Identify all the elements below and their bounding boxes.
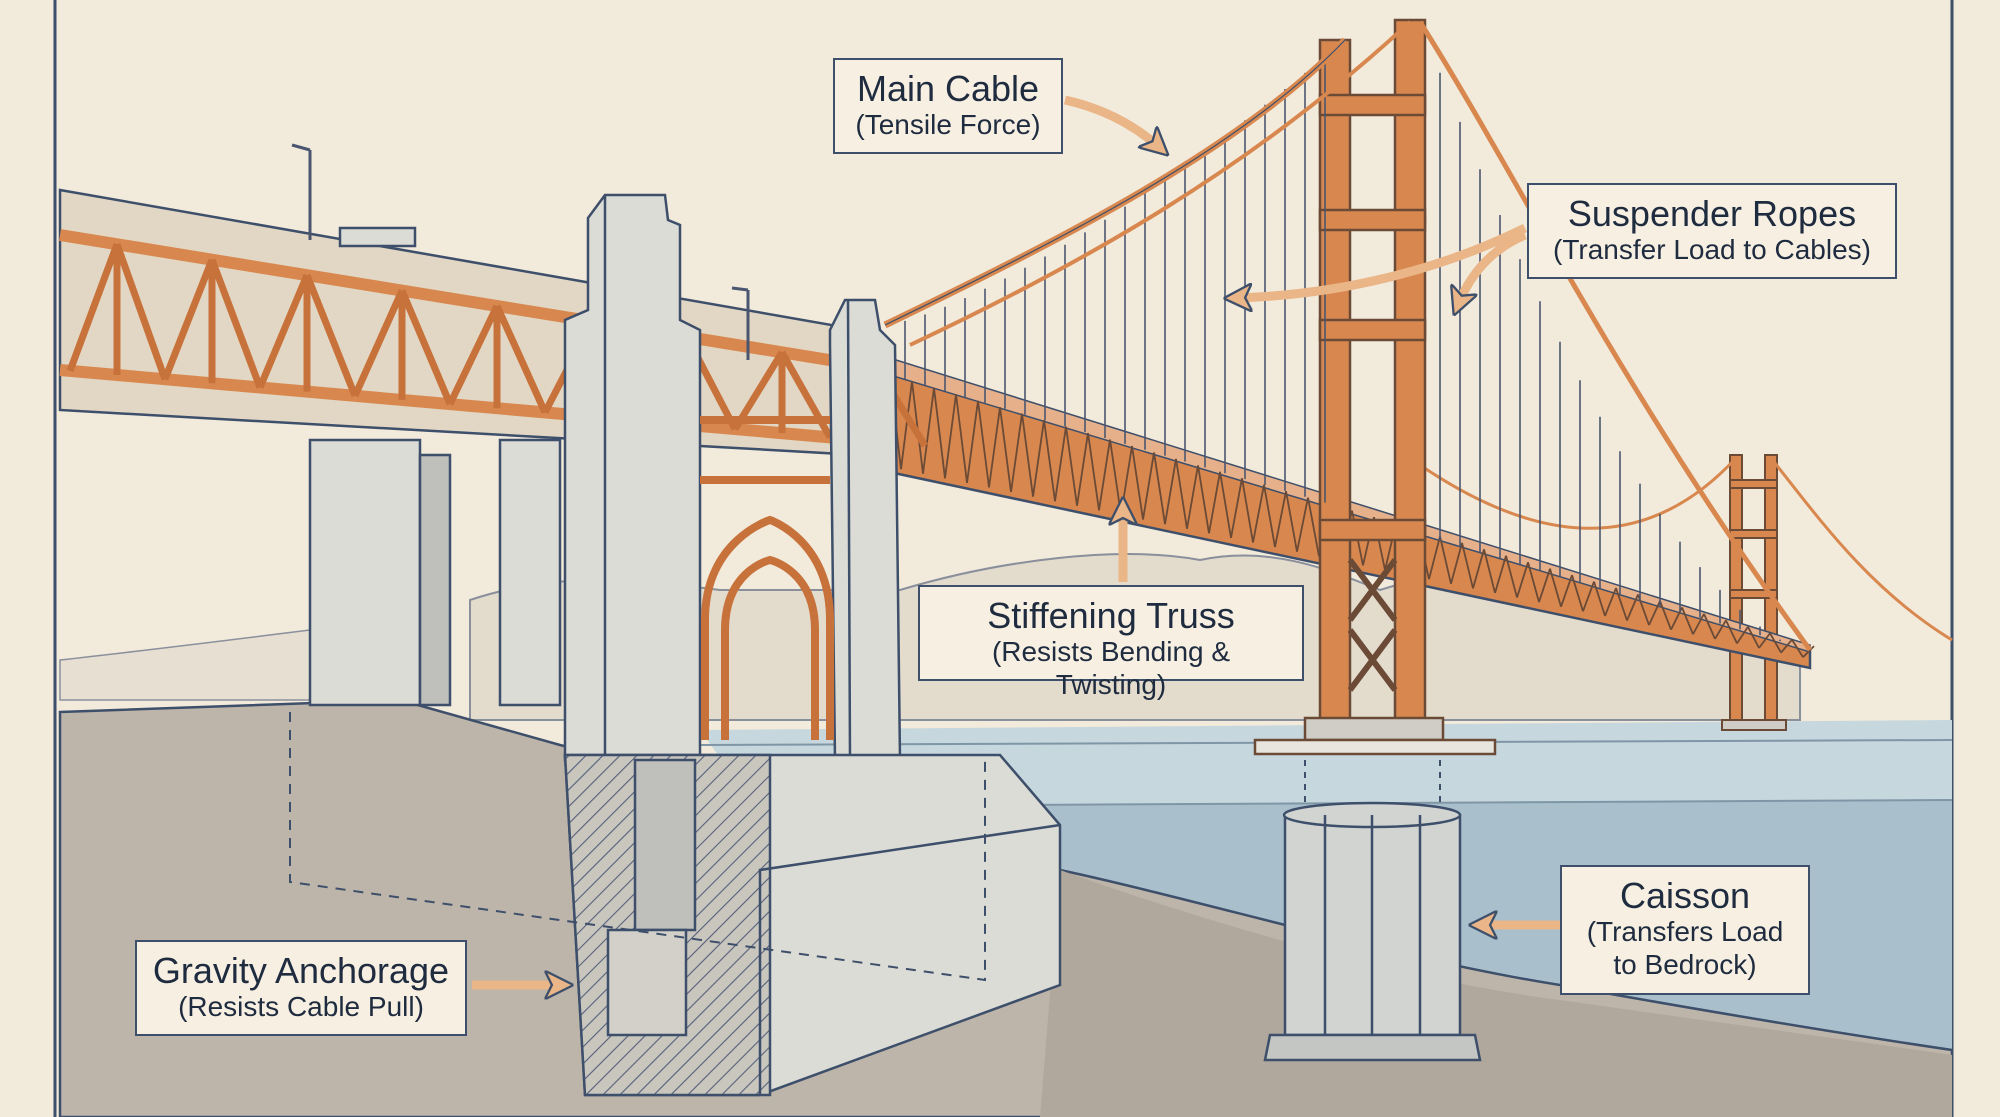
callout-caisson: Caisson (Transfers Load to Bedrock) <box>1560 865 1810 995</box>
main-cable-subtitle: (Tensile Force) <box>855 109 1041 141</box>
approach-chord-bottom <box>59 364 861 446</box>
arrow-suspender-2 <box>1458 230 1527 305</box>
arrow-suspender-1 <box>1235 223 1527 298</box>
far-cables <box>1419 456 1953 642</box>
callout-stiffening-truss: Stiffening Truss (Resists Bending & Twis… <box>918 585 1304 700</box>
callout-arrows <box>472 95 1560 985</box>
approach-chord-top <box>59 229 861 371</box>
arrow-main-cable <box>1064 95 1160 148</box>
left-pylon <box>563 193 902 762</box>
waterline-2 <box>1009 799 1953 806</box>
callout-suspender-ropes: Suspender Ropes (Transfer Load to Cables… <box>1527 183 1897 279</box>
anchorage-block <box>563 753 1062 1097</box>
main-cable-2 <box>909 20 1412 347</box>
main-cable-title: Main Cable <box>856 68 1040 109</box>
lamp-posts <box>291 143 750 360</box>
gravity-anchorage-title: Gravity Anchorage <box>152 950 450 991</box>
caisson <box>1263 801 1482 1062</box>
pylon-arches <box>700 416 834 740</box>
back-cable <box>1417 20 1813 652</box>
suspender-ropes-subtitle: (Transfer Load to Cables) <box>1553 234 1871 266</box>
caisson-subtitle-line1: (Transfers Load <box>1586 916 1784 948</box>
main-cable-outline <box>884 39 1346 326</box>
suspender-ropes-title: Suspender Ropes <box>1567 193 1857 234</box>
caisson-title: Caisson <box>1619 875 1751 916</box>
gravity-anchorage-subtitle: (Resists Cable Pull) <box>178 991 424 1023</box>
callout-main-cable: Main Cable (Tensile Force) <box>833 58 1063 154</box>
caisson-subtitle-line2: to Bedrock) <box>1613 948 1757 980</box>
approach-piers <box>308 226 562 707</box>
callout-gravity-anchorage: Gravity Anchorage (Resists Cable Pull) <box>135 940 467 1036</box>
stiffening-truss-title: Stiffening Truss <box>987 595 1235 636</box>
stiffening-truss-subtitle: (Resists Bending & Twisting) <box>991 636 1231 700</box>
